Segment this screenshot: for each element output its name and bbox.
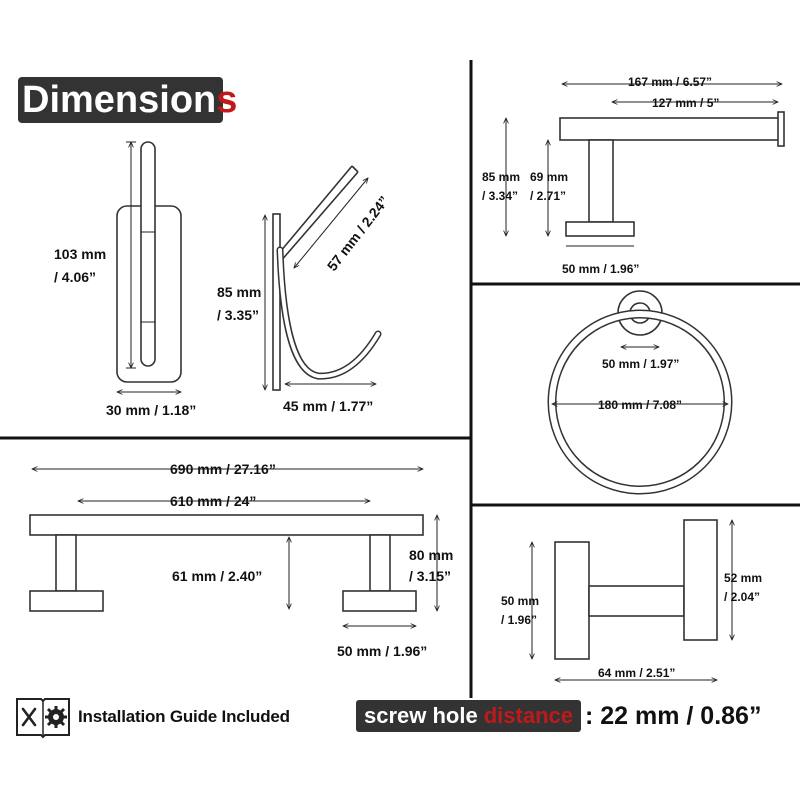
paper-holder-arm-width: 127 mm / 5” [652, 96, 719, 110]
single-hook-drawing [116, 141, 182, 392]
robe-hook-height-right: 52 mm [724, 571, 762, 585]
robe-hook-height-left-in: / 1.96” [501, 613, 537, 627]
double-hook-height: 85 mm [217, 284, 261, 300]
dimensions-title: Dimensions [22, 79, 238, 121]
robe-hook-depth: 64 mm / 2.51” [598, 666, 675, 680]
screw-hole-accent: distance [483, 703, 573, 728]
dimensions-badge [18, 77, 223, 123]
paper-holder-total-height-in: / 3.34” [482, 189, 518, 203]
towel-bar-clearance: 61 mm / 2.40” [172, 568, 262, 584]
double-hook-width: 45 mm / 1.77” [283, 398, 373, 414]
installation-guide-label: Installation Guide Included [78, 707, 290, 726]
towel-ring-diameter: 180 mm / 7.08” [598, 398, 682, 412]
tools-icon [21, 707, 37, 727]
towel-ring-drawing [547, 290, 733, 495]
paper-holder-arm-height: 69 mm [530, 170, 568, 184]
robe-hook-height-left: 50 mm [501, 594, 539, 608]
gear-icon [45, 706, 67, 728]
paper-holder-total-width: 167 mm / 6.57” [628, 75, 712, 89]
screw-hole-label: screw hole [364, 703, 478, 728]
robe-hook-height-right-in: / 2.04” [724, 590, 760, 604]
towel-bar-drawing [29, 469, 437, 626]
towel-bar-height-in: / 3.15” [409, 568, 451, 584]
single-hook-width: 30 mm / 1.18” [106, 402, 196, 418]
towel-bar-total-width: 690 mm / 27.16” [170, 461, 276, 477]
paper-holder-drawing [506, 84, 785, 247]
towel-bar-height: 80 mm [409, 547, 453, 563]
double-hook-height-in: / 3.35” [217, 307, 259, 323]
screw-hole-value: : 22 mm / 0.86” [584, 701, 762, 730]
single-hook-height-in: / 4.06” [54, 269, 96, 285]
robe-hook-drawing [532, 519, 732, 680]
screw-hole-badge: screw hole distance [356, 700, 581, 732]
guide-book-icon [14, 695, 72, 739]
towel-bar-inner-width: 610 mm / 24” [170, 493, 256, 509]
double-hook-diagonal: 57 mm / 2.24” [324, 193, 392, 274]
towel-bar-base: 50 mm / 1.96” [337, 643, 427, 659]
paper-holder-arm-height-in: / 2.71” [530, 189, 566, 203]
installation-guide: Installation Guide Included [14, 694, 290, 740]
paper-holder-total-height: 85 mm [482, 170, 520, 184]
paper-holder-base-width: 50 mm / 1.96” [562, 262, 639, 276]
double-hook-drawing [265, 165, 382, 391]
towel-ring-base: 50 mm / 1.97” [602, 357, 679, 371]
screw-hole-distance: screw hole distance : 22 mm / 0.86” [356, 700, 761, 732]
single-hook-height: 103 mm [54, 246, 106, 262]
